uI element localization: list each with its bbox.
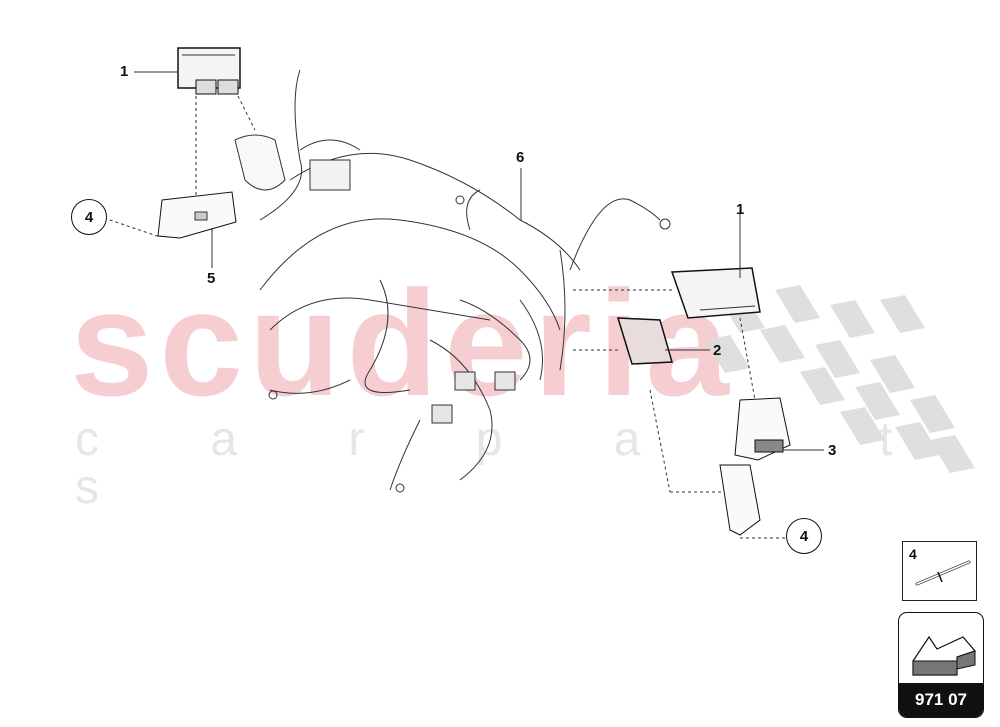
callout-6[interactable]: 6 — [516, 149, 525, 166]
callout-4-right[interactable]: 4 — [786, 518, 822, 554]
watermark-brand: scuderia — [70, 259, 735, 427]
legend-rivet: 4 — [902, 541, 977, 601]
callout-4-left[interactable]: 4 — [71, 199, 107, 235]
legend-number: 4 — [909, 546, 917, 562]
callout-5[interactable]: 5 — [207, 270, 216, 287]
callout-2[interactable]: 2 — [713, 342, 722, 359]
callout-1-left[interactable]: 1 — [120, 63, 129, 80]
reference-code: 971 07 — [899, 683, 983, 717]
component-arrow-icon — [912, 635, 977, 676]
callout-3[interactable]: 3 — [828, 442, 837, 459]
reference-badge: 971 07 — [898, 612, 984, 718]
callout-1-right[interactable]: 1 — [736, 201, 745, 218]
control-unit-right-drawing — [670, 267, 761, 319]
control-unit-left-drawing — [177, 47, 241, 95]
rivet-icon — [915, 560, 971, 586]
